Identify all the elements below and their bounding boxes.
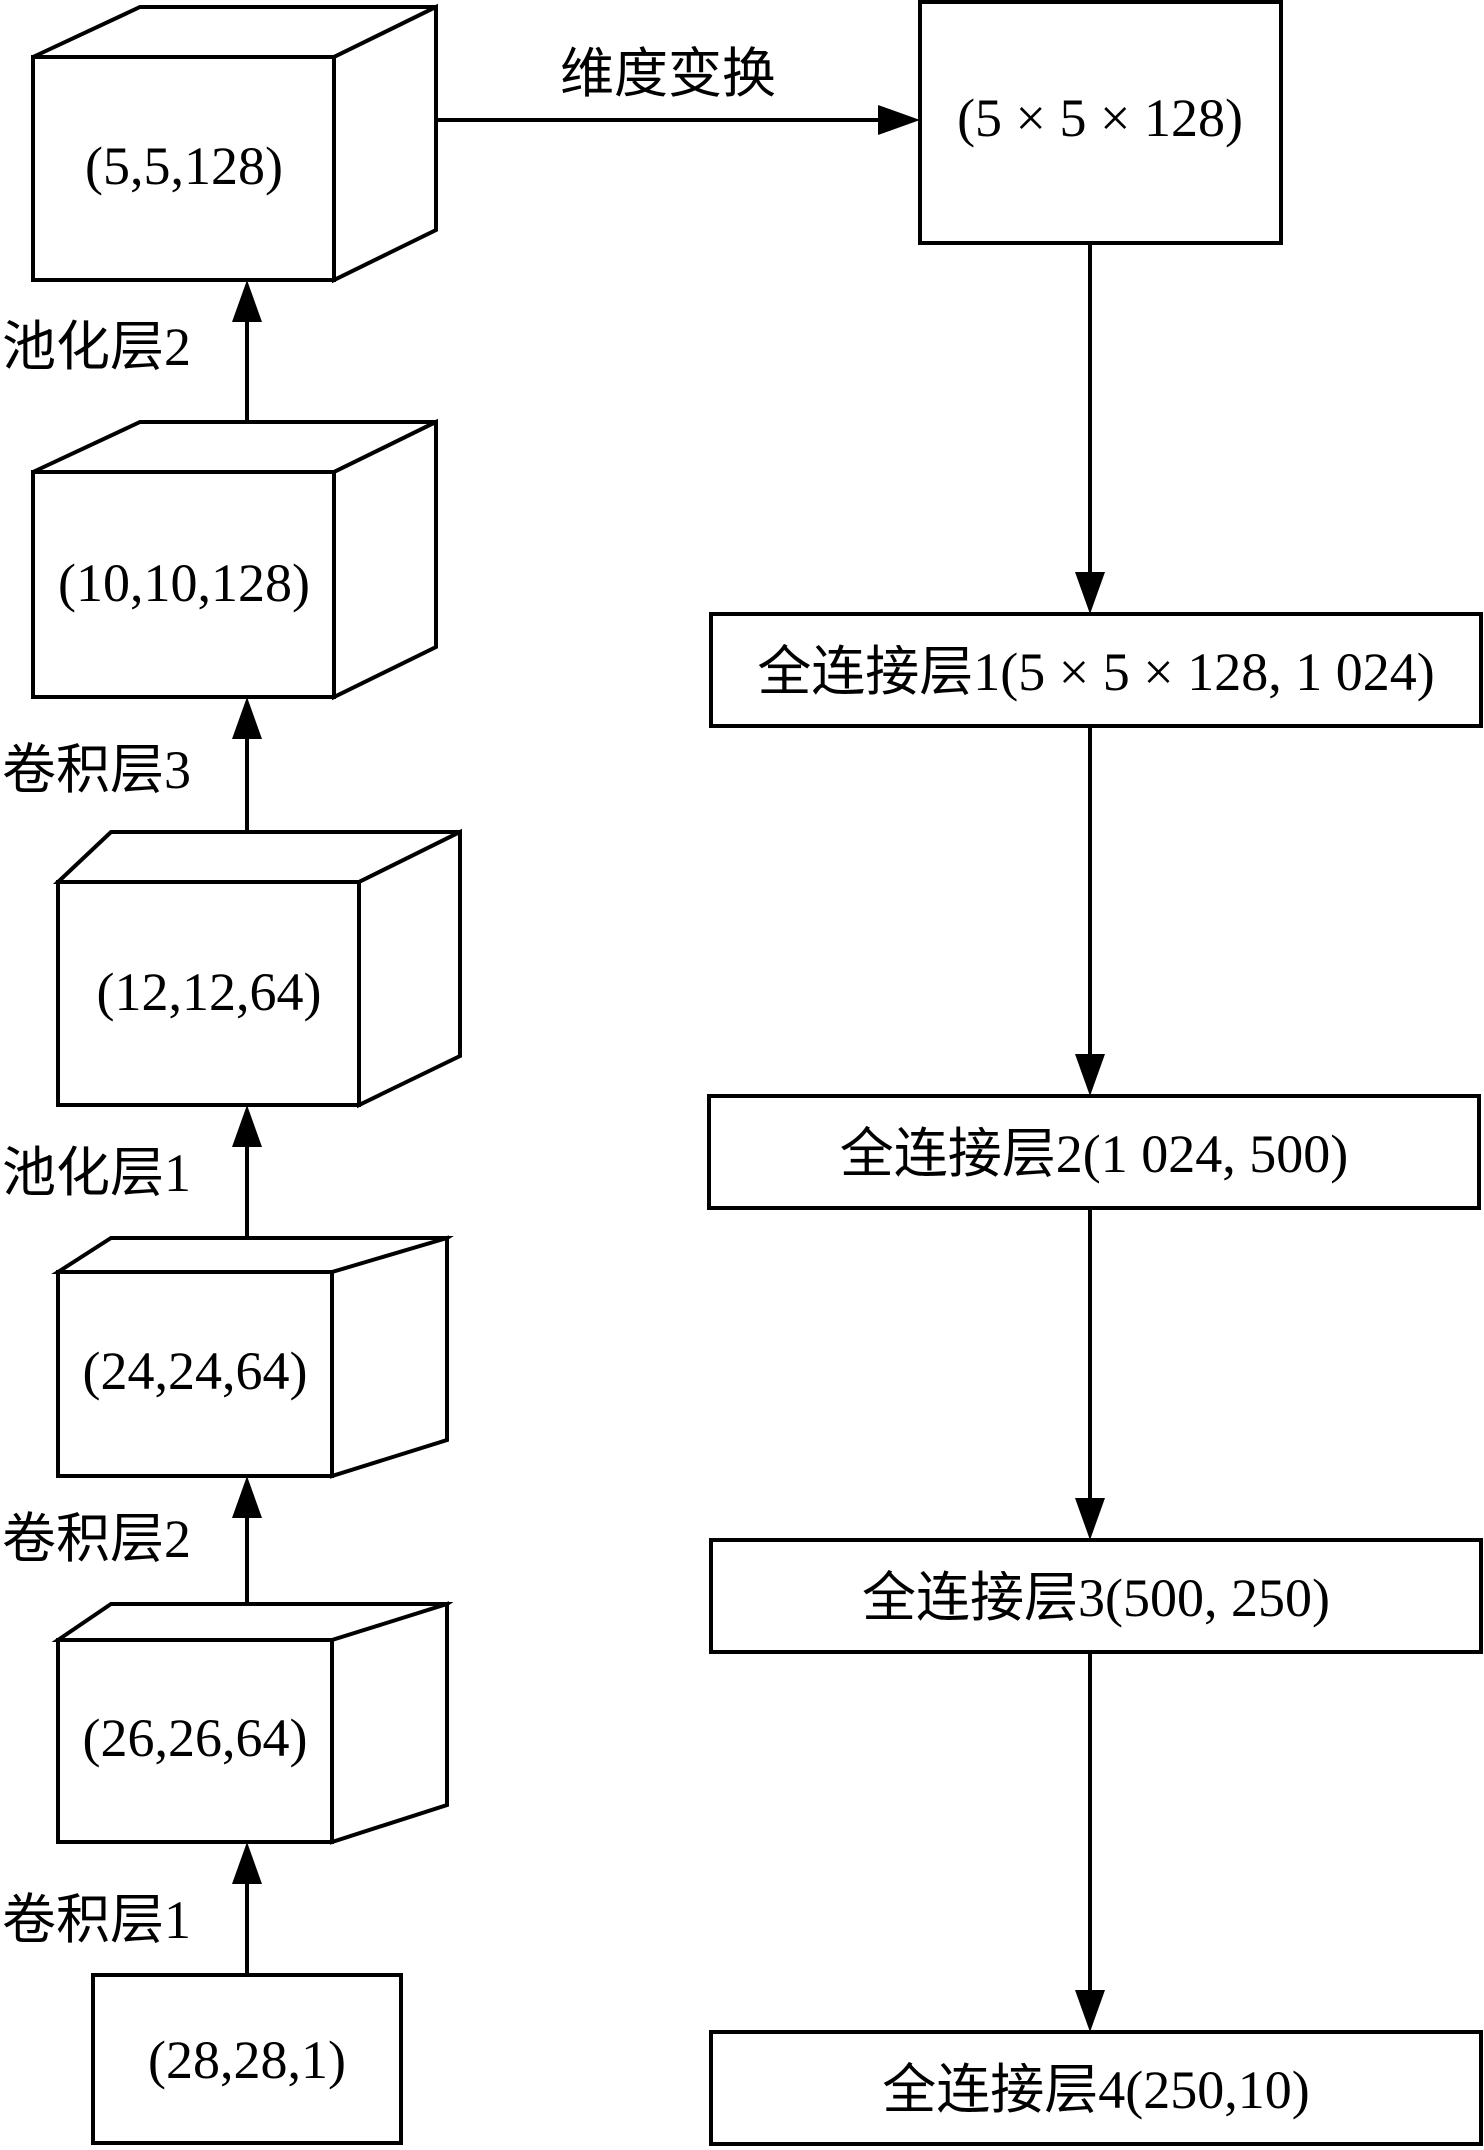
fc-layer-2-box: 全连接层2(1 024, 500) (707, 1094, 1481, 1210)
fc-column: (5 × 5 × 128) 全连接层1(5 × 5 × 128, 1 024) … (707, 0, 1483, 2146)
conv2-output-label: (24,24,64) (83, 1341, 308, 1401)
cnn-arrows (232, 280, 262, 1975)
reshape-box: (5 × 5 × 128) (918, 0, 1283, 245)
conv2-output-cube: (24,24,64) (51, 1235, 454, 1479)
conv1-output-label: (26,26,64) (83, 1708, 308, 1768)
pool2-output-cube: (5,5,128) (31, 3, 438, 284)
input-box: (28,28,1) (91, 1973, 403, 2145)
fc-layer-1-box: 全连接层1(5 × 5 × 128, 1 024) (709, 612, 1483, 728)
conv-layer-1-label: 卷积层1 (2, 1890, 191, 1950)
layer-labels: 卷积层1 卷积层2 池化层1 卷积层3 池化层2 (2, 317, 191, 1950)
conv3-output-cube: (10,10,128) (31, 418, 438, 701)
pool1-output-label: (12,12,64) (97, 962, 322, 1022)
pool2-output-label: (5,5,128) (85, 136, 283, 196)
pool-layer-2-label: 池化层2 (2, 317, 191, 377)
fc-layer-2-label: 全连接层2(1 024, 500) (840, 1124, 1348, 1184)
conv3-output-label: (10,10,128) (58, 553, 310, 613)
pool1-output-cube: (12,12,64) (52, 828, 462, 1109)
conv-layer-2-label: 卷积层2 (2, 1509, 191, 1569)
conv-layer-3-label: 卷积层3 (2, 740, 191, 800)
reshape-box-label: (5 × 5 × 128) (957, 88, 1243, 148)
input-shape-label: (28,28,1) (148, 2030, 346, 2090)
reshape-label: 维度变换 (560, 44, 776, 104)
fc-layer-3-box: 全连接层3(500, 250) (709, 1538, 1483, 1654)
fc-layer-1-label: 全连接层1(5 × 5 × 128, 1 024) (757, 642, 1434, 702)
fc-layer-3-label: 全连接层3(500, 250) (862, 1568, 1330, 1628)
conv1-output-cube: (26,26,64) (51, 1601, 454, 1845)
cnn-column: (28,28,1) (26,26,64) (24,24,64) (12,12,6… (2, 3, 462, 2145)
fc-layer-4-box: 全连接层4(250,10) (709, 2030, 1483, 2146)
reshape-connector: 维度变换 (436, 44, 920, 135)
pool-layer-1-label: 池化层1 (2, 1143, 191, 1203)
fc-layer-4-label: 全连接层4(250,10) (882, 2060, 1309, 2120)
